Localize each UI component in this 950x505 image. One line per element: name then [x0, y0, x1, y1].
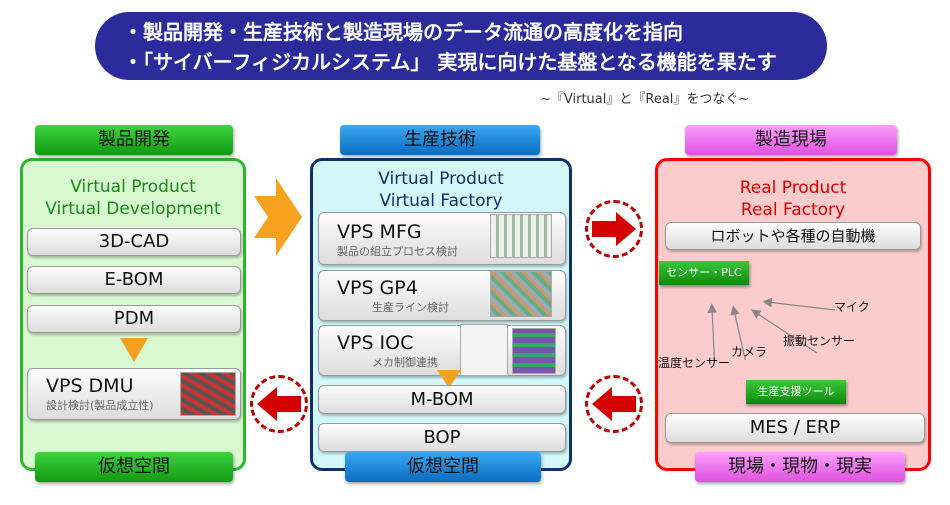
left-red-arrow-icon	[592, 387, 636, 421]
title-line: Real Factory	[740, 200, 846, 220]
vps-name: VPS GP4	[337, 277, 418, 299]
subtitle: ~『Virtual』と『Real』をつなぐ~	[540, 92, 750, 107]
vps-desc: 製品の組立プロセス検討	[337, 245, 458, 258]
title-line: Virtual Product	[70, 177, 196, 197]
production-support-tool-button[interactable]: 生産支援ツール	[746, 380, 846, 404]
3d-cad-box[interactable]: 3D-CAD	[27, 228, 241, 256]
vps-name: VPS IOC	[337, 332, 414, 354]
sync-circle	[585, 200, 643, 258]
dmu-thumbnail	[180, 372, 236, 416]
right-arrow-icon	[254, 178, 302, 256]
left-red-arrow-icon	[257, 387, 301, 421]
ioc-screenshot	[460, 324, 508, 376]
mes-erp-box[interactable]: MES / ERP	[665, 413, 925, 443]
vibration-sensor-label: 振動センサー	[783, 334, 856, 348]
mfg-thumbnail	[490, 214, 552, 258]
title-line: Virtual Development	[45, 199, 221, 219]
vps-desc: メカ制御連携	[372, 356, 438, 369]
shop-floor-header: 製造現場	[685, 125, 897, 155]
pdm-box[interactable]: PDM	[27, 305, 241, 333]
temperature-sensor-label: 温度センサー	[658, 356, 731, 370]
down-arrow-icon	[437, 370, 461, 388]
headline-line-1: ・製品開発・生産技術と製造現場のデータ流通の高度化を指向	[123, 20, 683, 44]
sync-circle	[250, 375, 308, 433]
m-bom-box[interactable]: M-BOM	[318, 385, 566, 414]
gp4-thumbnail	[490, 271, 552, 317]
ioc-thumbnail	[512, 328, 556, 374]
title-line: Virtual Factory	[379, 191, 503, 211]
sensor-plc-button[interactable]: センサー・PLC	[659, 261, 749, 285]
title-line: Virtual Product	[378, 169, 504, 189]
vps-name: VPS MFG	[337, 221, 422, 243]
sensor-arrows	[707, 297, 836, 360]
middle-footer: 仮想空間	[345, 452, 541, 482]
production-engineering-header: 生産技術	[340, 125, 540, 155]
right-red-arrow-icon	[592, 212, 636, 246]
sync-circle	[585, 375, 643, 433]
headline-line-2: ・「サイバーフィジカルシステム」 実現に向けた基盤となる機能を果たす	[123, 50, 777, 74]
headline-banner: ・製品開発・生産技術と製造現場のデータ流通の高度化を指向 ・「サイバーフィジカル…	[95, 12, 827, 80]
e-bom-box[interactable]: E-BOM	[27, 266, 241, 294]
robot-box[interactable]: ロボットや各種の自動機	[665, 222, 921, 250]
down-arrow-icon	[120, 338, 148, 362]
title-line: Real Product	[739, 178, 847, 198]
vps-name: VPS DMU	[46, 375, 134, 397]
vps-desc: 設計検討(製品成立性)	[46, 399, 154, 412]
right-footer: 現場・現物・現実	[695, 452, 905, 482]
bop-box[interactable]: BOP	[318, 423, 566, 452]
vps-desc: 生産ライン検討	[372, 301, 449, 314]
left-footer: 仮想空間	[35, 452, 233, 482]
camera-label: カメラ	[731, 345, 768, 359]
product-development-header: 製品開発	[35, 125, 233, 155]
mic-label: マイク	[834, 300, 870, 314]
